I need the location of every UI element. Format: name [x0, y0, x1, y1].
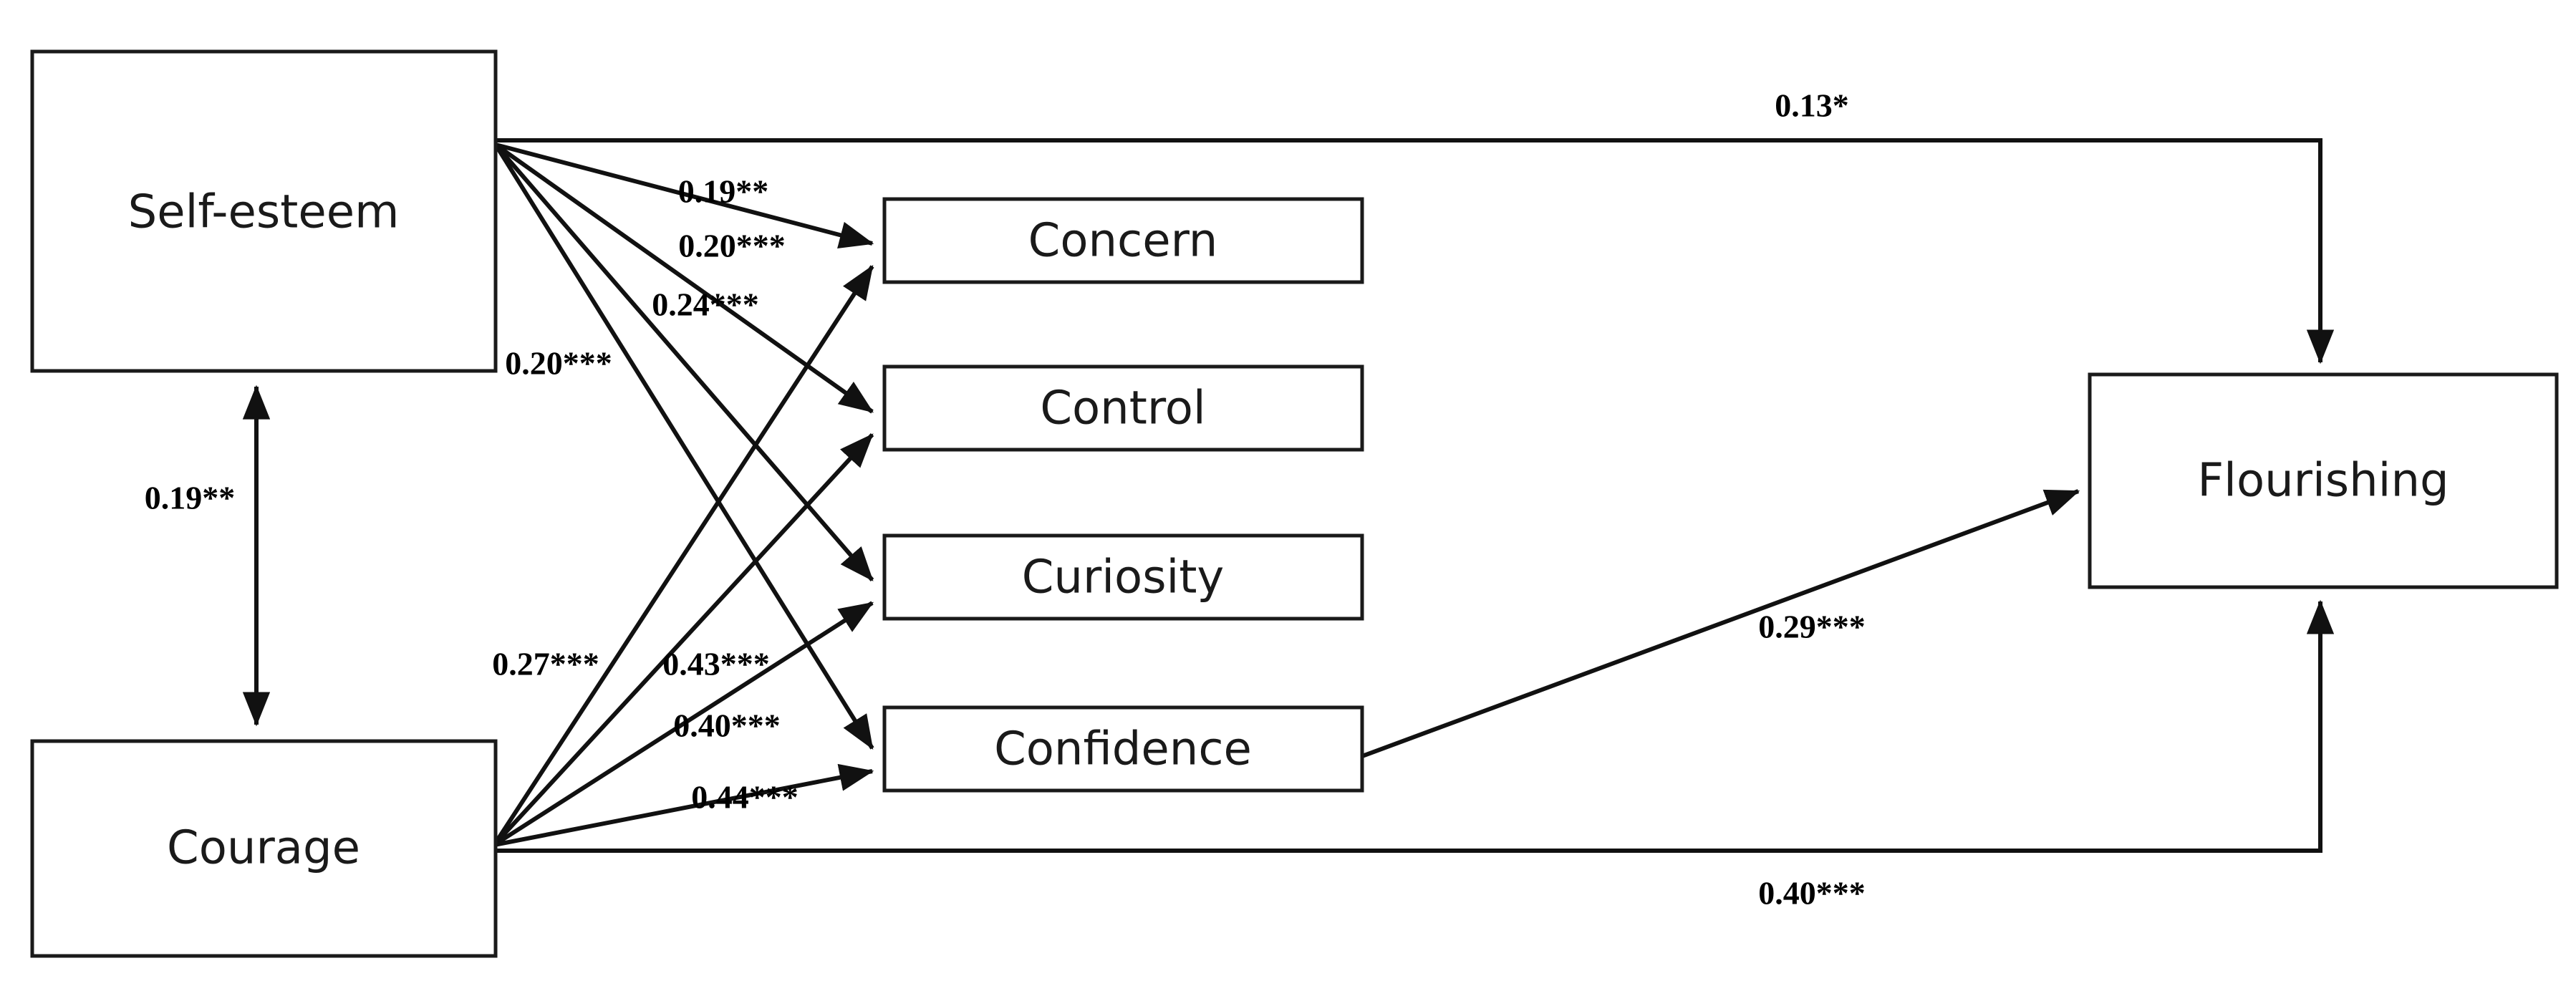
coef-confidence-flourishing: 0.29***	[1758, 609, 1866, 645]
coef-courage-control: 0.43***	[662, 646, 770, 682]
coef-courage-flourishing: 0.40***	[1758, 875, 1866, 912]
edge-self-esteem-confidence	[493, 143, 874, 750]
edge-confidence-flourishing	[1361, 489, 2080, 758]
node-curiosity[interactable]: Curiosity	[882, 533, 1364, 621]
coef-courage-confidence: 0.44***	[691, 779, 799, 816]
node-label-curiosity: Curiosity	[1022, 551, 1225, 604]
node-label-control: Control	[1040, 382, 1205, 435]
node-confidence[interactable]: Confidence	[882, 705, 1364, 793]
coef-self-esteem-curiosity: 0.24***	[652, 286, 759, 323]
edge-courage-concern	[492, 264, 874, 846]
edge-self-esteem-concern	[495, 142, 874, 248]
coef-self-esteem-confidence: 0.20***	[505, 345, 612, 382]
node-label-concern: Concern	[1028, 215, 1218, 268]
node-label-self-esteem: Self-esteem	[128, 186, 400, 239]
edge-self-esteem-flourishing	[496, 138, 2335, 364]
edge-courage-curiosity	[493, 601, 874, 847]
coef-courage-concern: 0.27***	[492, 646, 599, 682]
node-control[interactable]: Control	[882, 364, 1364, 452]
edge-courage-flourishing	[494, 599, 2335, 853]
node-concern[interactable]: Concern	[882, 197, 1364, 284]
node-self-esteem[interactable]: Self-esteem	[30, 49, 498, 373]
edge-self-esteem-curiosity	[493, 143, 874, 581]
node-label-courage: Courage	[167, 822, 360, 875]
edge-courage-control	[492, 432, 874, 847]
node-label-confidence: Confidence	[994, 723, 1252, 776]
edge-self-esteem-control	[494, 142, 874, 414]
coef-self-esteem-control: 0.20***	[678, 228, 786, 264]
edge-courage-confidence	[493, 763, 874, 847]
coef-self-esteem-courage: 0.19**	[145, 480, 236, 516]
coef-self-esteem-flourishing: 0.13*	[1775, 87, 1849, 124]
node-label-flourishing: Flourishing	[2197, 455, 2449, 508]
coef-self-esteem-concern: 0.19**	[678, 173, 769, 210]
node-flourishing[interactable]: Flourishing	[2088, 372, 2559, 589]
coef-courage-curiosity: 0.40***	[673, 707, 781, 744]
node-courage[interactable]: Courage	[30, 739, 498, 958]
